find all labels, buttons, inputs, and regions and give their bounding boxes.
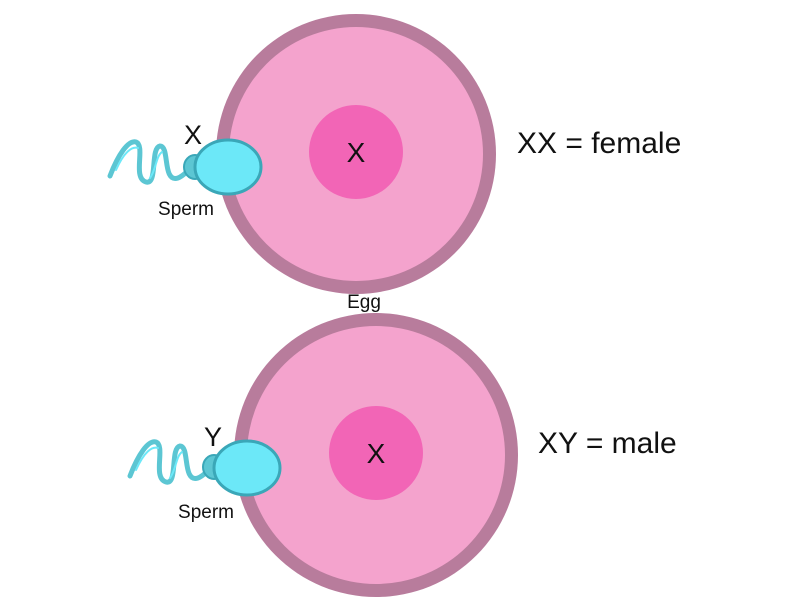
top-result-label: XX = female [517,127,681,160]
top-sperm-tail-highlight [115,146,163,179]
top-sperm-tail [107,139,199,185]
top-egg-group: X [216,14,496,294]
bottom-result-label: XY = male [538,427,677,460]
bottom-sperm: Y Sperm [127,422,282,523]
top-nucleus-label: X [347,137,366,168]
bottom-sperm-tail-highlight [135,446,183,479]
bottom-sperm-chromosome-label: Y [204,422,222,452]
bottom-sperm-head [212,439,282,497]
top-sperm-head [193,138,263,196]
bottom-sperm-label: Sperm [178,502,234,523]
top-sperm-label: Sperm [158,199,214,220]
bottom-nucleus-label: X [367,438,386,469]
top-sperm-chromosome-label: X [184,120,202,150]
top-egg-nucleus [309,105,403,199]
bottom-egg-nucleus [329,406,423,500]
bottom-egg-group: X [234,313,518,597]
top-sperm: X Sperm [107,120,263,220]
bottom-sperm-tail [127,439,219,485]
egg-label: Egg [347,292,381,313]
